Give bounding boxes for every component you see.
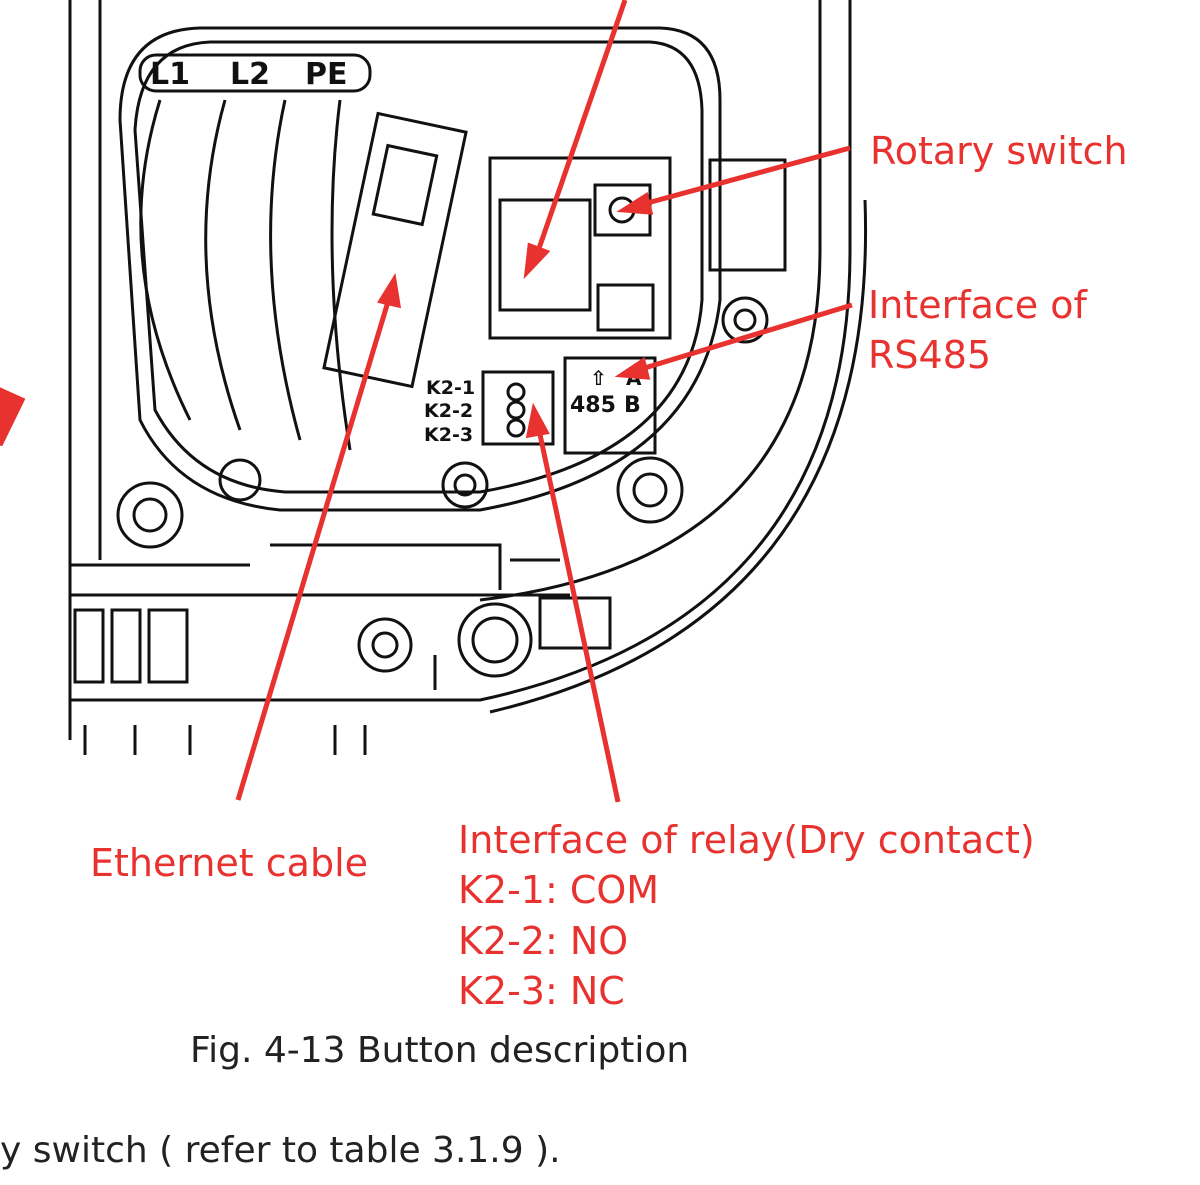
ethernet-module [322, 111, 468, 389]
board-connector [596, 283, 655, 332]
figure-caption: Fig. 4-13 Button description [190, 1030, 690, 1071]
vent-slot [110, 608, 142, 684]
vent-slot [147, 608, 189, 684]
relay-pin-com: K2-1: COM [458, 868, 660, 912]
callout-arrow-rs485 [637, 302, 853, 373]
power-cable [330, 99, 352, 451]
offscreen-arrow-fragment [0, 387, 26, 447]
inner-bay-ring [133, 40, 704, 494]
rs485-arrow-glyph: ⇧ [590, 366, 607, 390]
relay-pin-no: K2-2: NO [458, 919, 629, 963]
callout-arrow-ethernet [235, 294, 393, 801]
rs485-board-label: 485 [570, 393, 616, 418]
screw [371, 631, 399, 659]
control-board [488, 156, 672, 340]
screw [132, 497, 168, 533]
latch [708, 158, 787, 272]
screw [441, 461, 489, 509]
callout-arrow-rotary [639, 145, 851, 208]
base-ticks [83, 655, 437, 755]
arrowhead [523, 242, 551, 280]
screw [721, 296, 769, 344]
relay-terminal-block [481, 370, 555, 446]
ethernet-cable-label: Ethernet cable [90, 841, 369, 885]
button [457, 602, 533, 678]
terminal-label: PE [305, 57, 347, 92]
relay-terminal [506, 382, 526, 402]
button [471, 616, 519, 664]
relay-interface-label: Interface of relay(Dry contact) [458, 818, 1035, 862]
arrowhead [614, 356, 651, 380]
relay-terminal [506, 400, 526, 420]
power-cable [139, 99, 192, 421]
base-rail [70, 543, 570, 597]
terminal-label: L2 [230, 57, 270, 92]
screw [218, 458, 262, 502]
callout-arrow-relay [535, 424, 621, 803]
rs485-label-line1: Interface of [868, 283, 1087, 327]
inner-bay [118, 26, 722, 512]
body-text: y switch ( refer to table 3.1.9 ). [0, 1130, 561, 1171]
relay-pin-label: K2-1 [426, 377, 475, 399]
power-cable [269, 99, 302, 441]
rotary-switch-label: Rotary switch [870, 129, 1128, 173]
rs485-pin-b: B [624, 393, 641, 418]
screw [357, 617, 413, 673]
housing-outer [68, 0, 852, 740]
screw [116, 481, 184, 549]
screw [453, 473, 477, 497]
arrowhead [616, 192, 654, 215]
screw [733, 308, 757, 332]
power-cable [204, 99, 242, 431]
screw [632, 472, 668, 508]
screw [616, 456, 684, 524]
callout-arrow-sim [532, 0, 628, 261]
sim-slot [498, 198, 592, 312]
relay-pin-label: K2-3 [424, 424, 473, 446]
relay-pin-nc: K2-3: NC [458, 969, 625, 1013]
vent-slot [73, 608, 105, 684]
relay-terminal [506, 418, 526, 438]
terminal-label: L1 [150, 57, 190, 92]
relay-pin-label: K2-2 [424, 400, 473, 422]
ethernet-jack [371, 143, 439, 227]
terminal-block [138, 53, 372, 93]
arrowhead [525, 402, 550, 439]
arrowhead [377, 272, 402, 309]
rs485-label-line2: RS485 [868, 333, 992, 377]
rs485-terminal-block [563, 356, 657, 455]
